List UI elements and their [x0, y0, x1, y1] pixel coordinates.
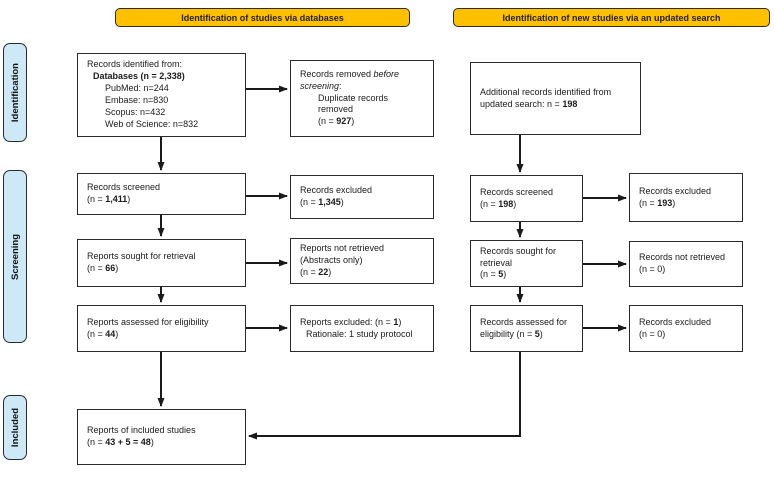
text-line: retrieval: [480, 257, 513, 268]
box-included-studies: Reports of included studies(n = 43 + 5 =…: [77, 409, 246, 465]
box-reports-not-retrieved: Reports not retrieved(Abstracts only)(n …: [290, 238, 434, 284]
box-reports-excluded: Reports excluded: (n = 1)Rationale: 1 st…: [290, 305, 434, 352]
text-line: Records not retrieved: [639, 252, 726, 263]
text-line: (n = 1,411): [87, 194, 131, 204]
text-line: Records screened: [480, 186, 554, 197]
text-line: (n = 5): [480, 269, 507, 280]
text-line: Records excluded: [300, 185, 373, 196]
box-records-screened-db: Records screened(n = 1,411): [77, 173, 246, 215]
stage-label-included-text: Included: [9, 407, 21, 448]
stage-label-identification-text: Identification: [9, 62, 21, 123]
text-line: Rationale: 1 study protocol: [306, 328, 413, 339]
text-line: Reports of included studies: [87, 425, 196, 436]
text-line: (n = 1,345): [300, 197, 344, 207]
banner-databases: Identification of studies via databases: [115, 8, 410, 27]
text-line: (n = 43 + 5 = 48): [87, 437, 154, 447]
text-line: (n = 22): [300, 266, 332, 277]
stage-label-screening: Screening: [3, 170, 27, 343]
box-records-removed: Records removed before screening:Duplica…: [290, 60, 434, 137]
text-line: Records excluded: [639, 185, 712, 196]
text-line: Records assessed for: [480, 316, 568, 327]
text-line: (Abstracts only): [300, 255, 363, 266]
stage-label-screening-text: Screening: [9, 233, 21, 280]
box-records-excluded-new: Records excluded(n = 193): [629, 173, 743, 222]
text-line: Reports assessed for eligibility: [87, 316, 209, 327]
box-records-screened-new: Records screened(n = 198): [470, 175, 583, 222]
text-line: (n = 66): [87, 263, 119, 273]
stage-label-included: Included: [3, 395, 27, 460]
text-line: Scopus: n=432: [105, 106, 166, 117]
text-line: (n = 927): [318, 116, 355, 127]
text-line: Databases (n = 2,338): [93, 71, 185, 82]
text-line: Web of Science: n=832: [105, 118, 199, 129]
text-line: Records identified from:: [87, 59, 183, 70]
box-records-excluded-elig-new: Records excluded(n = 0): [629, 305, 743, 352]
banner-updated-search: Identification of new studies via an upd…: [453, 8, 770, 27]
stage-label-identification: Identification: [3, 43, 27, 142]
text-line: Additional records identified from: [480, 86, 612, 97]
box-reports-sought: Reports sought for retrieval(n = 66): [77, 239, 246, 287]
text-line: removed: [318, 104, 354, 115]
text-line: (n = 193): [639, 197, 676, 208]
box-records-identified: Records identified from:Databases (n = 2…: [77, 53, 246, 137]
box-records-excluded-db: Records excluded(n = 1,345): [290, 175, 434, 219]
text-line: Records excluded: [639, 316, 712, 327]
text-line: PubMed: n=244: [105, 83, 169, 94]
arrow-assessed-new-to-included: [248, 352, 521, 440]
text-line: Reports sought for retrieval: [87, 251, 196, 262]
text-line: (n = 198): [480, 198, 517, 209]
text-line: Records removed before screening:: [300, 68, 400, 91]
text-line: updated search: n = 198: [480, 98, 578, 109]
text-line: (n = 0): [639, 328, 666, 339]
text-line: Records screened: [87, 182, 161, 193]
text-line: Reports excluded: (n = 1): [300, 316, 402, 327]
text-line: Records sought for: [480, 245, 557, 256]
text-line: Reports not retrieved: [300, 243, 385, 254]
text-line: Duplicate records: [318, 92, 389, 103]
text-line: Embase: n=830: [105, 95, 169, 105]
text-line: eligibility (n = 5): [480, 328, 543, 339]
box-reports-assessed: Reports assessed for eligibility(n = 44): [77, 305, 246, 352]
text-line: (n = 44): [87, 328, 119, 339]
box-records-not-retrieved-new: Records not retrieved(n = 0): [629, 241, 743, 287]
text-line: (n = 0): [639, 264, 666, 274]
